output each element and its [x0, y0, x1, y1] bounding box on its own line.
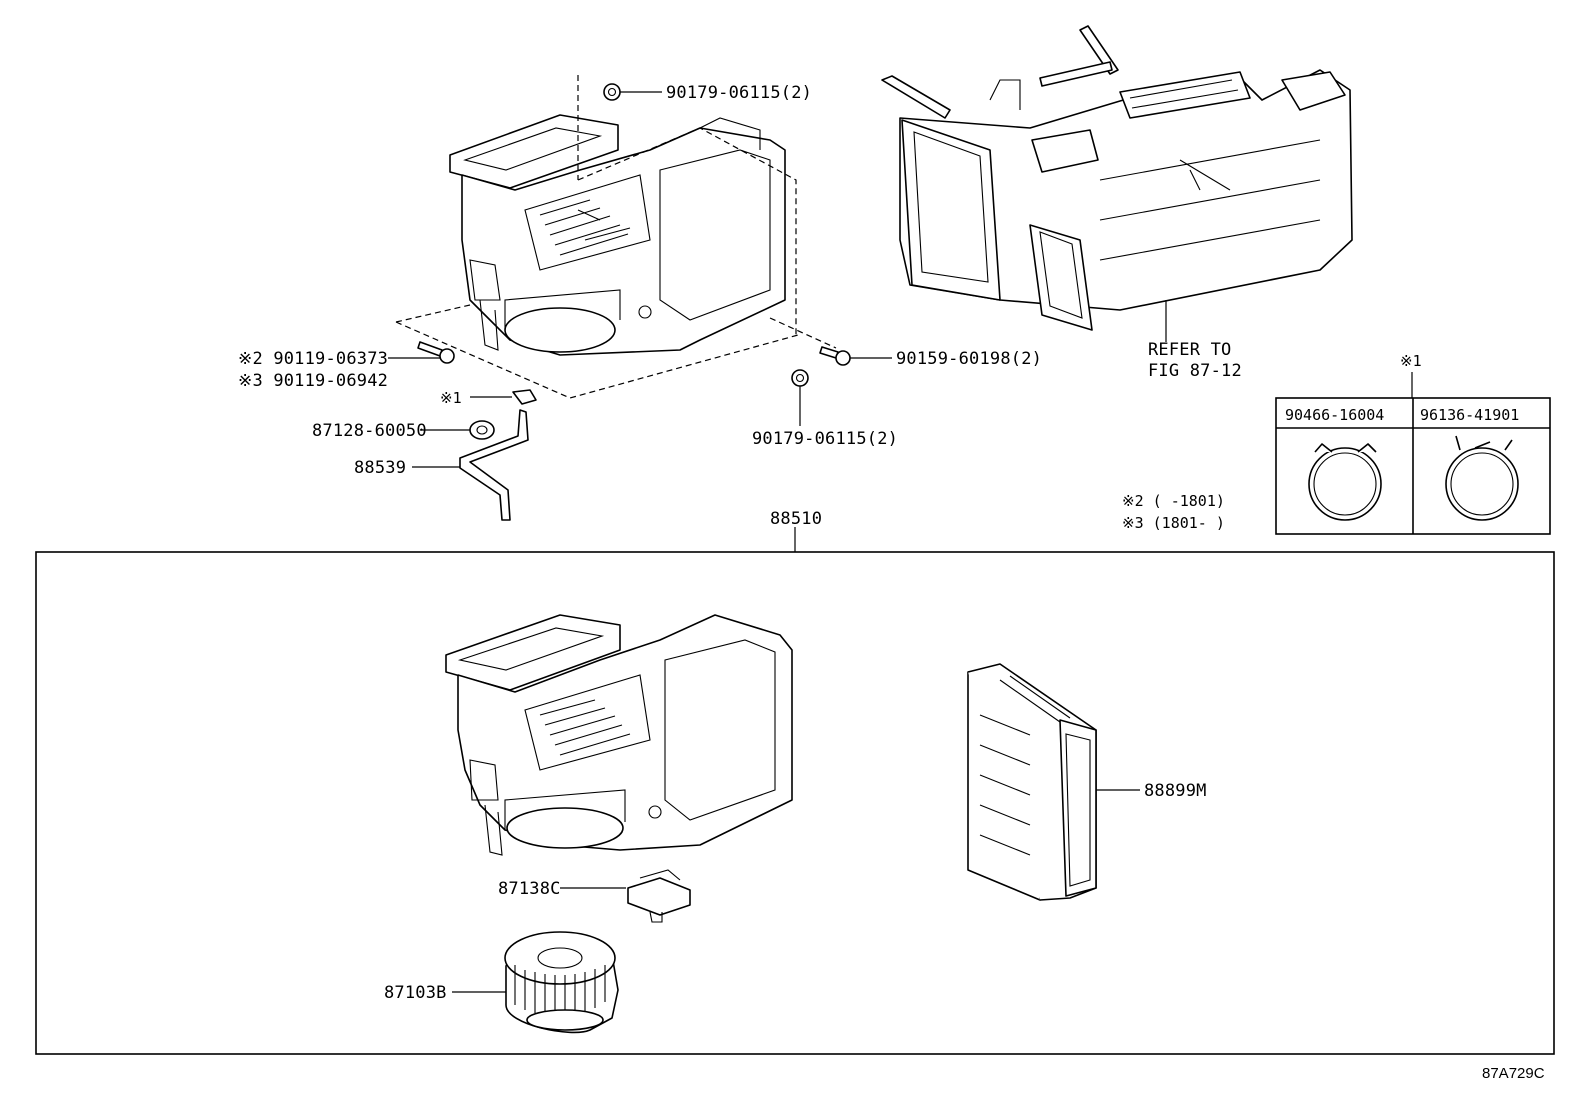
bolt-right-icon [819, 346, 851, 366]
callout-blower-motor: 87103B [384, 983, 447, 1003]
callout-bolt-right: 90159-60198(2) [896, 349, 1042, 369]
clamp-small-icon [512, 389, 537, 405]
filter-case-icon [967, 663, 1097, 901]
callout-resistor: 87138C [498, 879, 561, 899]
resistor-icon [627, 869, 691, 923]
bolt-left-icon [417, 341, 455, 364]
exploded-line-bolt [769, 317, 837, 349]
callout-clamp-note: ※1 [440, 389, 462, 407]
callout-bolt-v2: ※2 90119-06373 [238, 349, 388, 369]
clamp-icon [1445, 435, 1519, 521]
callout-refer-line2: FIG 87-12 [1148, 361, 1242, 381]
grommet-icon [469, 420, 495, 440]
figure-id: 87A729C [1482, 1065, 1545, 1082]
screw-top-icon [603, 83, 621, 101]
assembly-box [35, 551, 1555, 1055]
callout-screw-top: 90179-06115(2) [666, 83, 812, 103]
blower-fan-icon [504, 931, 619, 1034]
note-variant3: ※3 (1801- ) [1122, 514, 1225, 532]
clamp-table [1275, 397, 1551, 535]
exploded-line-bottom [395, 321, 799, 399]
callout-bolt-v3: ※3 90119-06942 [238, 371, 388, 391]
heater-unit-icon [445, 614, 793, 856]
callout-grommet: 87128-60050 [312, 421, 427, 441]
clamp-table-marker: ※1 [1400, 352, 1422, 370]
callout-screw-bottom: 90179-06115(2) [752, 429, 898, 449]
heater-core-housing-icon [881, 25, 1353, 331]
note-variant2: ※2 ( -1801) [1122, 492, 1225, 510]
drain-hose-icon [459, 409, 529, 521]
screw-bottom-icon [791, 369, 809, 387]
callout-drain-hose: 88539 [354, 458, 406, 478]
callout-filter-case: 88899M [1144, 781, 1207, 801]
clamp-table-col-1: 90466-16004 [1285, 406, 1384, 424]
clamp-table-col-2: 96136-41901 [1420, 406, 1519, 424]
clamp-icon [1308, 443, 1382, 521]
heater-unit-icon [449, 114, 786, 356]
callout-assembly: 88510 [770, 509, 822, 529]
exploded-line-left [395, 304, 471, 323]
callout-refer-line1: REFER TO [1148, 340, 1231, 360]
